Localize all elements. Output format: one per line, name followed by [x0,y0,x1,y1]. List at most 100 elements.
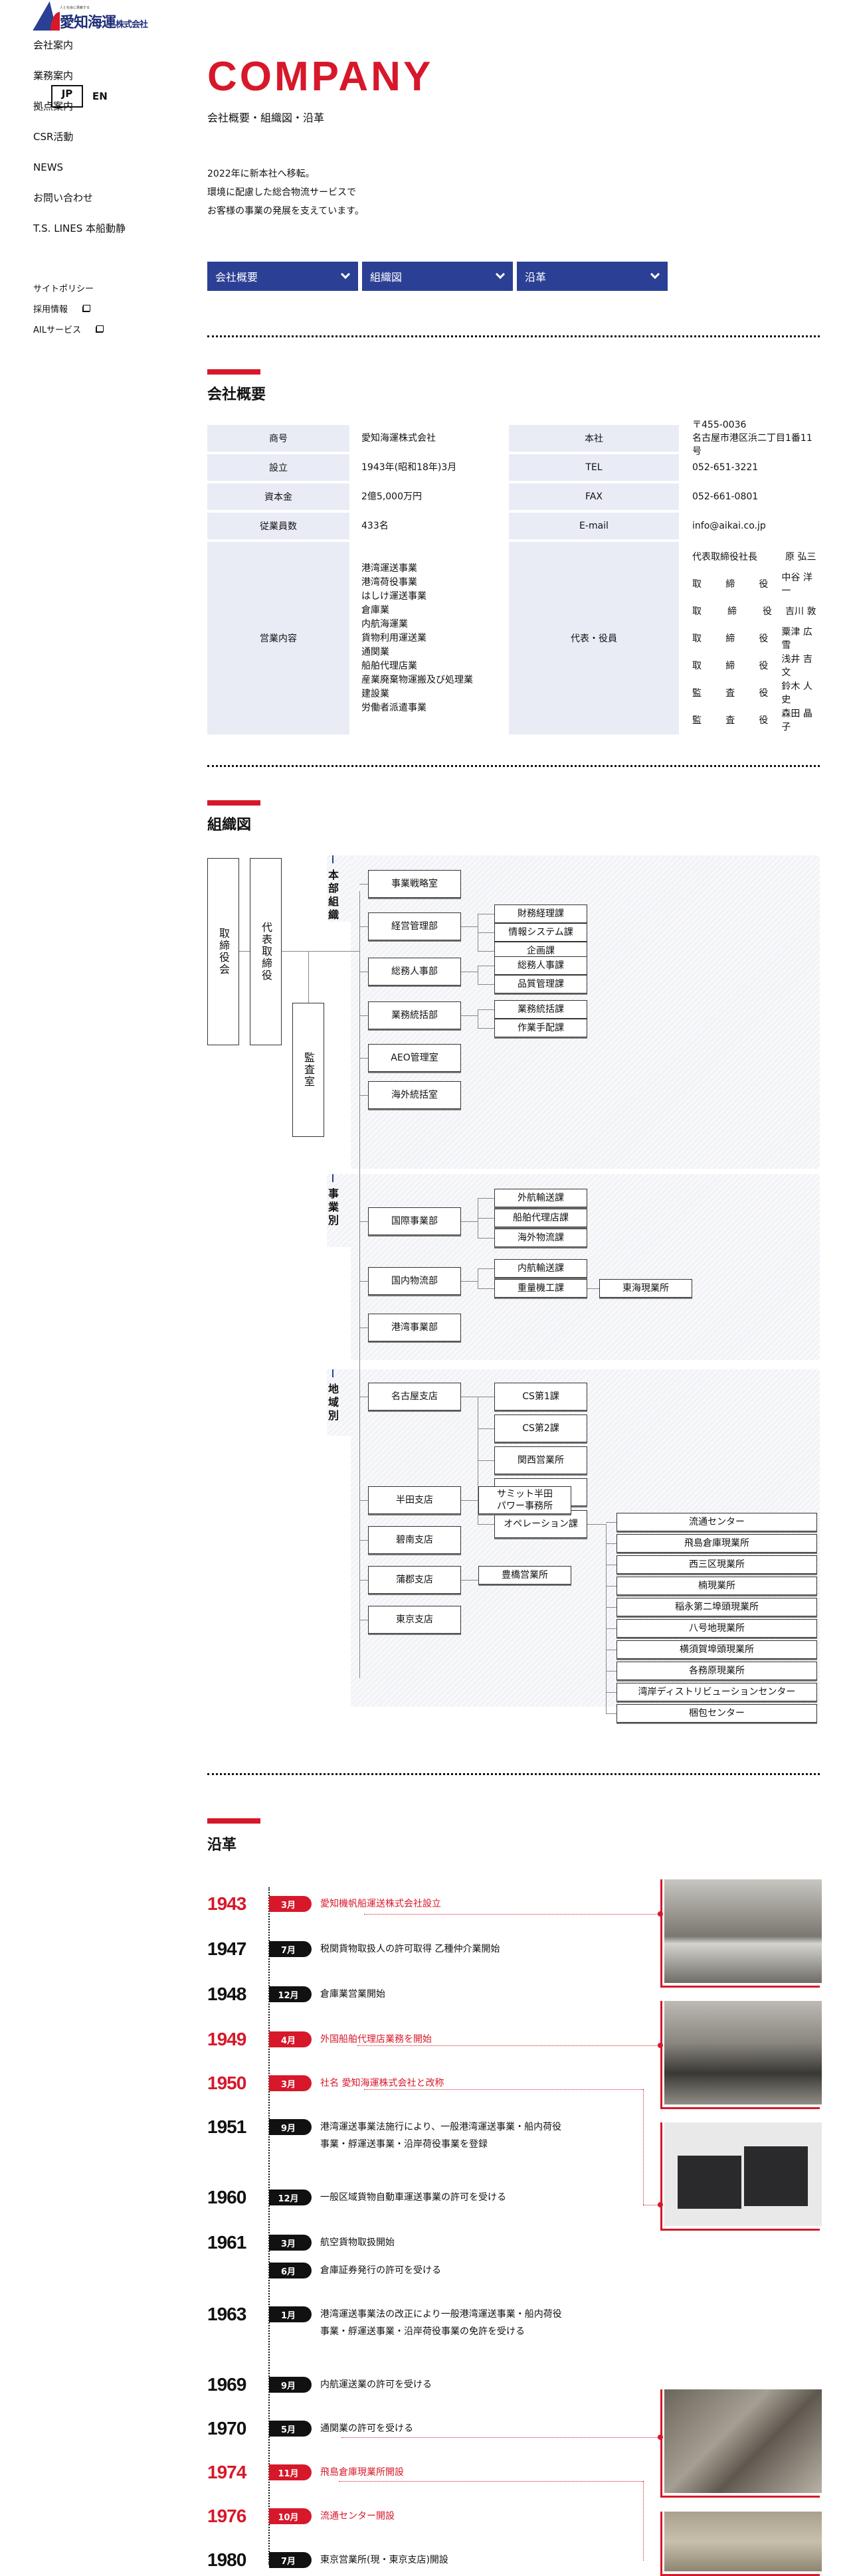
anchor-org-chart[interactable]: 組織図 [362,262,513,291]
timeline-connector [357,2045,660,2046]
nav-item-business[interactable]: 業務案内 [33,70,74,82]
nav-item-company[interactable]: 会社案内 [33,39,74,51]
connector-line [359,1015,368,1016]
officer-name: 浅井 吉文 [781,653,812,678]
zone-tick [332,1174,333,1182]
history-photo [660,2512,822,2576]
connector-line [461,1580,478,1581]
org-department: 名古屋支店 [368,1383,461,1411]
chevron-down-icon [650,269,660,280]
connector-line [478,1288,494,1289]
nav-item-ts-lines[interactable]: T.S. LINES 本船動静 [33,222,126,234]
officer-role-char: 監 [692,715,702,726]
org-department: 東京支店 [368,1606,461,1634]
overview-value: 433名 [361,521,389,531]
org-section: 関西営業所 [494,1446,587,1474]
connector-line [606,1628,616,1629]
anchor-history[interactable]: 沿革 [517,262,668,291]
timeline-connector [364,1914,660,1915]
event-text: 通関業の許可を受ける [320,2420,413,2437]
nav-item-news[interactable]: NEWS [33,161,64,173]
event-month-badge: 12月 [269,2190,312,2205]
org-section: 外航輸送課 [494,1189,587,1207]
happi-coat-shape [744,2146,808,2206]
event-text: 内航運送業の許可を受ける [320,2376,432,2393]
connector-line [478,1218,494,1219]
event-text: 港湾運送事業法施行により、一般港湾運送事業・船内荷役事業・艀運送事業・沿岸荷役事… [320,2118,561,2153]
event-year: 1960 [207,2187,246,2207]
connector-line [606,1524,607,1713]
zone-label-business: 事業別 [327,1187,340,1227]
org-section: サミット半田 パワー事務所 [478,1486,571,1514]
timeline-connector [364,2089,643,2090]
intro-line: 環境に配慮した総合物流サービスで [207,187,356,198]
officer-role: 取締役 [692,578,768,591]
subnav-recruit[interactable]: 採用情報 [33,298,104,319]
history-photo [660,2001,822,2109]
subnav-ail-service[interactable]: AILサービス [33,319,104,339]
timeline-connector [341,2437,660,2438]
logo-name-suffix: 株式会社 [116,20,148,30]
connector-line [461,1281,478,1282]
officer-role-char: 締 [725,660,735,671]
org-section: 重量機工課 [494,1279,587,1298]
event-month-badge: 3月 [269,2235,312,2251]
event-text-line: 愛知機帆船運送株式会社設立 [320,1899,441,1909]
event-year: 1948 [207,1984,246,2004]
officer-role-char: 査 [725,687,735,699]
connector-line [359,1580,368,1581]
org-section: 品質管理課 [494,975,587,993]
company-logo[interactable]: 人と社会に貢献する 愛知海運株式会社 [32,1,165,31]
event-month-badge: 7月 [269,2552,312,2568]
connector-line [359,884,368,885]
zone-tick [332,1369,333,1377]
event-text: 倉庫証券発行の許可を受ける [320,2262,441,2279]
anchor-overview[interactable]: 会社概要 [207,262,358,291]
page-intro: 2022年に新本社へ移転。 環境に配慮した総合物流サービスで お客様の事業の発展… [207,165,364,220]
event-month-badge: 9月 [269,2377,312,2393]
overview-label: E-mail [509,513,679,539]
section-accent-bar [207,1818,260,1824]
officer-row: 取締役粟津 広雪 [692,625,820,652]
zone-label-char: 地 [328,1383,339,1395]
org-department: 海外統括室 [368,1081,461,1109]
org-section: 海外物流課 [494,1229,587,1247]
lang-en-button[interactable]: EN [92,90,108,102]
event-month-badge: 7月 [269,1941,312,1957]
event-text: 税関貨物取扱人の許可取得 乙種仲介業開始 [320,1940,500,1958]
org-chart: 本部組織 事業別 地域別 取締役会 代表取締役 監査室 事業戦略室経営管理部財務… [207,855,820,1740]
nav-item-csr[interactable]: CSR活動 [33,131,74,143]
connector-line [606,1713,616,1714]
address-street: 名古屋市港区浜二丁目1番11号 [692,433,812,457]
org-section: 総務人事課 [494,956,587,975]
business-item: 内航海運業 [361,618,408,630]
overview-value: 2億5,000万円 [361,491,422,502]
org-title: 組織図 [207,817,252,833]
lang-jp-button[interactable]: JP [51,85,83,108]
nav-item-contact[interactable]: お問い合わせ [33,192,94,204]
zone-label-char: 域 [328,1396,339,1409]
overview-value-email[interactable]: info@aikai.co.jp [692,521,766,531]
connector-line [606,1671,616,1672]
officer-row: 取締役中谷 洋一 [692,570,820,598]
subnav-label: サイトポリシー [33,284,94,294]
intro-line: 2022年に新本社へ移転。 [207,169,315,179]
zone-label-char: 別 [328,1409,339,1422]
connector-line [606,1586,616,1587]
external-link-icon [95,325,104,333]
history-photo [660,2122,822,2231]
connector-line [478,1028,494,1029]
event-text: 一般区域貨物自動車運送事業の許可を受ける [320,2189,506,2206]
event-text-line: 倉庫業営業開始 [320,1989,385,2000]
subnav-site-policy[interactable]: サイトポリシー [33,278,104,298]
officer-row: 監査役鈴木 人史 [692,679,820,707]
org-audit: 監査室 [292,1003,324,1137]
overview-label: TEL [509,454,679,481]
event-text-line: 航空貨物取扱開始 [320,2237,395,2248]
business-item: 労働者派遣事業 [361,702,427,713]
business-item: 港湾運送事業 [361,562,417,574]
officer-name: 森田 晶子 [781,708,812,732]
business-item: 倉庫業 [361,604,389,616]
event-year: 1947 [207,1938,246,1959]
overview-value-address: 〒455-0036 名古屋市港区浜二丁目1番11号 [679,420,820,457]
